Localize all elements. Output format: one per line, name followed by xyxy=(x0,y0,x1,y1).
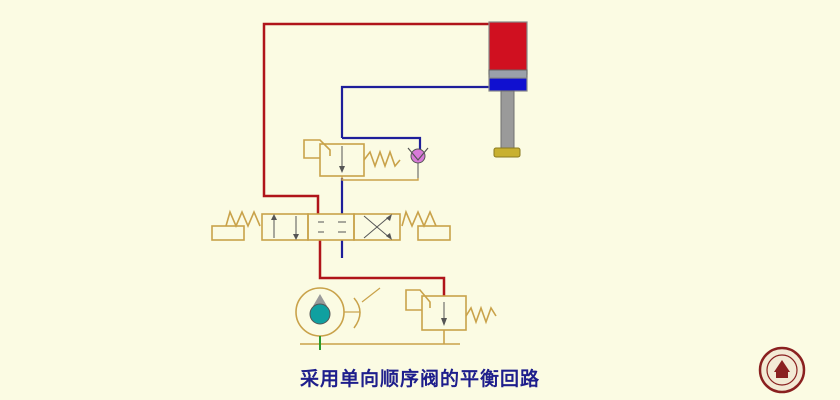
valve-left-spring xyxy=(225,209,261,229)
three-position-four-way-valve xyxy=(211,209,451,241)
valve-right-solenoid xyxy=(417,225,451,241)
pressure-lines xyxy=(262,22,489,296)
sequence-valve-with-check xyxy=(303,139,429,181)
cylinder-cap-supply-line xyxy=(262,22,489,214)
relief-valve xyxy=(405,289,497,331)
pump-outlet-line xyxy=(318,240,446,296)
cylinder-cap-chamber xyxy=(488,21,528,75)
cylinder-rod xyxy=(500,90,515,150)
check-valve-seat xyxy=(407,147,429,161)
valve-left-solenoid xyxy=(211,225,245,241)
sequence-valve-spring xyxy=(363,149,401,169)
cylinder-rod-chamber xyxy=(488,77,528,92)
cylinder-piston xyxy=(488,69,528,79)
university-seal-logo xyxy=(758,346,806,394)
diagram-caption: 采用单向顺序阀的平衡回路 xyxy=(299,368,540,390)
valve-left-position xyxy=(261,213,309,241)
cylinder-rod-end xyxy=(493,147,521,158)
hydraulic-cylinder xyxy=(488,21,528,158)
pump-motor-coupling xyxy=(353,297,361,329)
sequence-valve-pilot xyxy=(303,139,331,159)
check-bypass-line xyxy=(342,136,422,150)
pump-direction-triangle xyxy=(313,294,327,306)
valve-right-spring xyxy=(401,209,437,229)
relief-valve-spring xyxy=(465,305,497,325)
pump-rotor xyxy=(309,303,331,325)
hydraulic-pump xyxy=(295,287,381,337)
rod-side-line xyxy=(340,85,490,138)
valve-right-position xyxy=(353,213,401,241)
return-lines xyxy=(340,85,490,258)
tank-lines xyxy=(300,330,460,350)
valve-center-position xyxy=(307,213,355,241)
relief-valve-pilot xyxy=(405,289,431,311)
